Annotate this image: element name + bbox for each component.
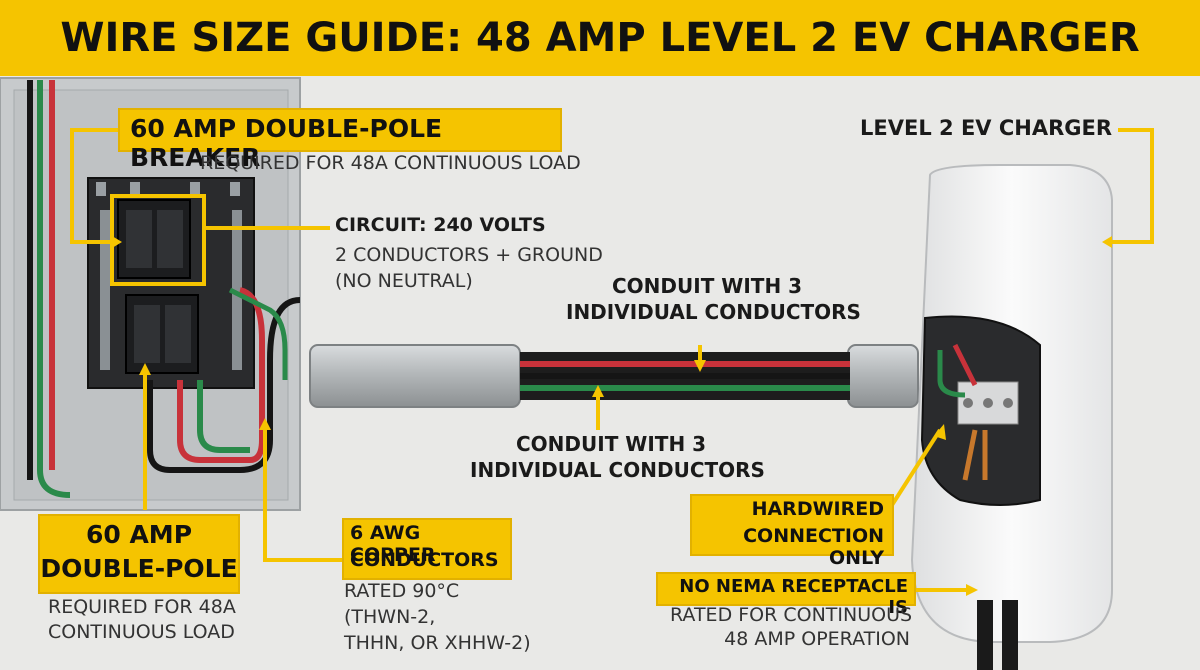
breaker-req-line2: CONTINUOUS LOAD bbox=[48, 621, 235, 643]
breaker-heading-box: 60 AMP DOUBLE-POLE BREAKER bbox=[118, 108, 562, 172]
ev-charger bbox=[910, 164, 1113, 670]
conduit bbox=[309, 344, 919, 408]
breaker-amp-line1: 60 AMP bbox=[85, 520, 193, 549]
breaker-heading: 60 AMP DOUBLE-POLE BREAKER bbox=[130, 114, 443, 172]
title-bar bbox=[0, 0, 1200, 76]
wire-size-line2: CONDUCTORS bbox=[350, 549, 499, 571]
hardwired-line1: HARDWIRED bbox=[751, 498, 884, 520]
callout-lines bbox=[70, 128, 1154, 592]
wire-rating: RATED 90°C bbox=[344, 580, 460, 602]
nema-line1: NO NEMA RECEPTACLE IS bbox=[679, 576, 908, 618]
nema-line3: 48 AMP OPERATION bbox=[724, 628, 910, 650]
charger-label: LEVEL 2 EV CHARGER bbox=[860, 116, 1113, 140]
wire-type-line2: THHN, OR XHHW-2) bbox=[344, 632, 531, 654]
conduit-top-line1: CONDUIT WITH 3 bbox=[612, 274, 803, 298]
conduit-bottom-line2: INDIVIDUAL CONDUCTORS bbox=[470, 458, 765, 482]
callout-arrowheads bbox=[112, 236, 1112, 596]
circuit-conductors: 2 CONDUCTORS + GROUND bbox=[335, 244, 603, 266]
circuit-neutral: (NO NEUTRAL) bbox=[335, 270, 473, 292]
hardwired-box: HARDWIRED CONNECTION ONLY bbox=[690, 494, 894, 569]
breaker-amp-box: 60 AMP DOUBLE-POLE bbox=[38, 514, 240, 594]
nema-box: NO NEMA RECEPTACLE IS bbox=[656, 572, 916, 618]
breaker-subtext: REQUIRED FOR 48A CONTINUOUS LOAD bbox=[200, 152, 581, 174]
conduit-bottom-line1: CONDUIT WITH 3 bbox=[516, 432, 707, 456]
page-title: WIRE SIZE GUIDE: 48 AMP LEVEL 2 EV CHARG… bbox=[60, 15, 1140, 61]
breaker-amp-line2: DOUBLE-POLE bbox=[40, 554, 238, 583]
breaker-req-line1: REQUIRED FOR 48A bbox=[48, 596, 236, 618]
hardwired-line2: CONNECTION ONLY bbox=[743, 525, 884, 569]
electrical-panel bbox=[0, 77, 301, 511]
wire-type-line1: (THWN-2, bbox=[344, 606, 436, 628]
wire-size-line1: 6 AWG COPPER bbox=[350, 522, 436, 566]
wire-size-box: 6 AWG COPPER CONDUCTORS bbox=[342, 518, 512, 580]
conduit-top-line2: INDIVIDUAL CONDUCTORS bbox=[566, 300, 861, 324]
nema-line2: RATED FOR CONTINUOUS bbox=[670, 604, 913, 626]
circuit-voltage: CIRCUIT: 240 VOLTS bbox=[335, 214, 546, 236]
